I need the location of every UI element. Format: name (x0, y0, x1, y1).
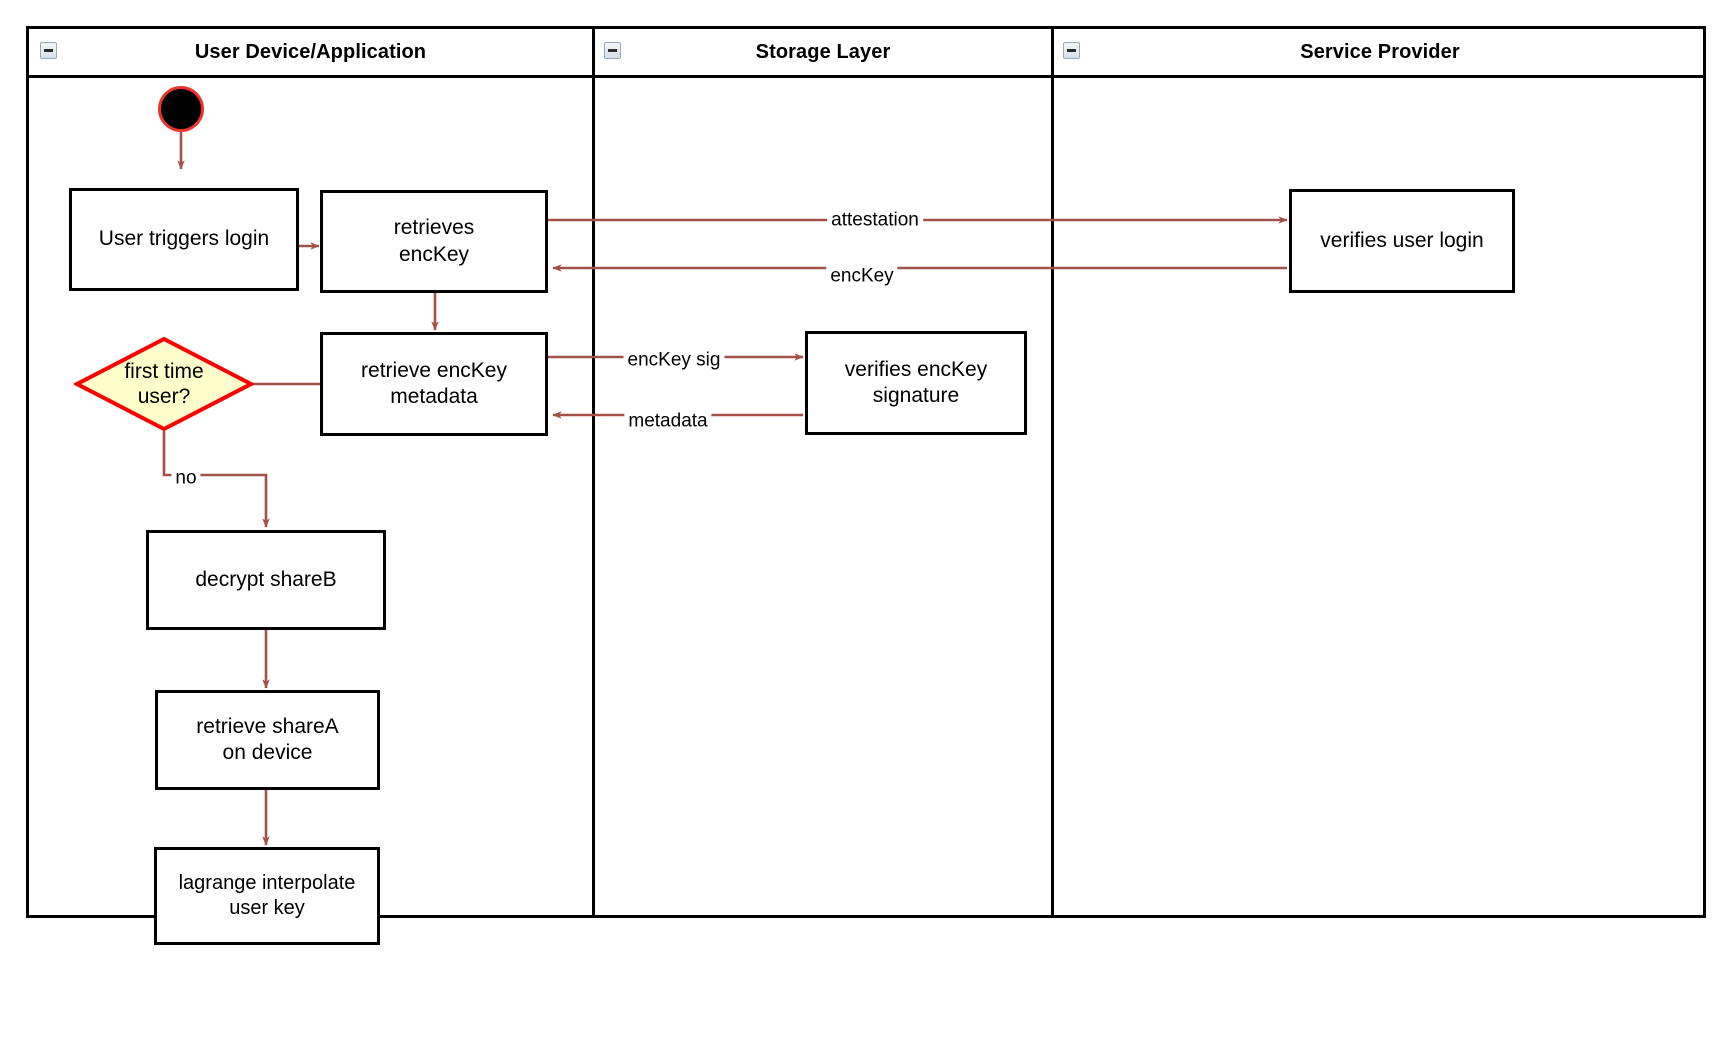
edge-label-metadata: metadata (624, 410, 712, 432)
activity-label: verifies user login (1320, 228, 1484, 252)
activity-retrieve-sharea[interactable]: retrieve shareA on device (155, 690, 380, 790)
activity-label-line1: retrieve shareA (196, 714, 339, 738)
activity-label-line1: retrieves (393, 216, 475, 240)
lane-divider-1 (592, 29, 595, 915)
activity-label-line2: metadata (390, 385, 478, 408)
activity-label-line2: on device (222, 741, 313, 764)
activity-decrypt-shareb[interactable]: decrypt shareB (146, 530, 386, 630)
collapse-minus-icon-service-provider[interactable] (1063, 42, 1080, 59)
activity-label-line1: retrieve encKey (361, 358, 507, 382)
activity-label: User triggers login (98, 227, 270, 251)
lane-header-service-provider[interactable]: Service Provider (1054, 29, 1706, 75)
diamond-shape (74, 336, 254, 432)
lane-header-user-device[interactable]: User Device/Application (29, 29, 592, 75)
activity-label: decrypt shareB (195, 567, 337, 591)
activity-label-line2: signature (872, 384, 960, 407)
collapse-minus-icon-user-device[interactable] (40, 42, 57, 59)
collapse-minus-icon-storage-layer[interactable] (604, 42, 621, 59)
lane-title-storage-layer: Storage Layer (755, 40, 891, 63)
edge-label-no: no (171, 467, 201, 489)
activity-user-triggers-login[interactable]: User triggers login (69, 188, 299, 291)
edge-label-enckey-sig: encKey sig (623, 349, 725, 371)
lane-divider-2 (1051, 29, 1054, 915)
lane-title-service-provider: Service Provider (1300, 40, 1460, 63)
activity-lagrange-interpolate[interactable]: lagrange interpolate user key (154, 847, 380, 945)
activity-retrieves-enckey[interactable]: retrieves encKey (320, 190, 548, 293)
activity-verifies-enckey-signature[interactable]: verifies encKey signature (805, 331, 1027, 435)
activity-label-line2: user key (229, 897, 305, 919)
activity-label-line1: verifies encKey (844, 357, 988, 381)
lane-header-storage-layer[interactable]: Storage Layer (595, 29, 1051, 75)
initial-node[interactable] (158, 86, 204, 132)
lane-header-divider (29, 75, 1703, 78)
activity-label-line1: lagrange interpolate (178, 872, 356, 894)
decision-first-time-user[interactable]: first time user? (74, 336, 254, 432)
activity-verifies-user-login[interactable]: verifies user login (1289, 189, 1515, 293)
edge-label-attestation: attestation (827, 209, 923, 231)
edge-label-enckey: encKey (826, 265, 898, 287)
lane-title-user-device: User Device/Application (194, 40, 427, 63)
activity-retrieve-enckey-metadata[interactable]: retrieve encKey metadata (320, 332, 548, 436)
activity-label-line2: encKey (398, 242, 470, 266)
